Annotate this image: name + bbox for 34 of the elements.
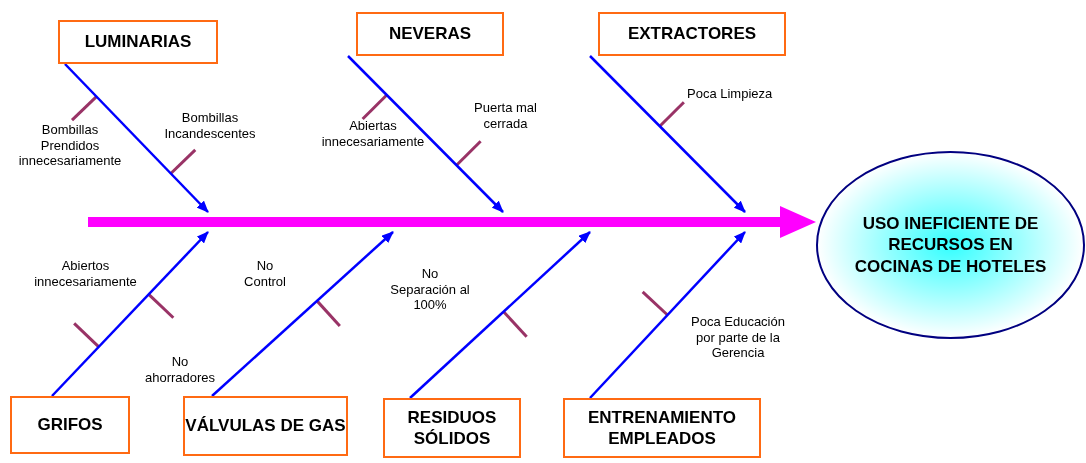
- category-box: [598, 12, 786, 56]
- cause-label: No Control: [243, 258, 287, 290]
- category-label: LUMINARIAS: [84, 31, 192, 53]
- effect-ellipse: [815, 150, 1086, 340]
- cause-label: Poca Educación por parte de la Gerencia: [690, 314, 786, 361]
- cause-label: Abiertos innecesariamente: [33, 258, 138, 290]
- category-box: [10, 396, 130, 454]
- cause-label: Bombillas Prendidos innecesariamente: [17, 122, 123, 169]
- category-box: [58, 20, 218, 64]
- category-label: USO INEFICIENTE DE RECURSOS EN COCINAS DE HOTELES: [853, 213, 1048, 277]
- category-box: [563, 398, 761, 458]
- cause-label: No Separación al 100%: [390, 266, 470, 313]
- bone-arrow: [64, 63, 209, 213]
- bone-arrow: [347, 55, 504, 213]
- spine-arrow: [88, 206, 816, 238]
- cause-label: Puerta mal cerrada: [473, 100, 538, 132]
- category-label: VÁLVULAS DE GAS: [185, 415, 346, 437]
- bone-arrow: [409, 231, 591, 399]
- bone-arrow: [589, 55, 746, 213]
- bone-arrow: [211, 231, 394, 397]
- category-label: EXTRACTORES: [627, 23, 757, 45]
- category-box: [183, 396, 348, 456]
- cause-label: Bombillas Incandescentes: [163, 110, 257, 142]
- category-label: RESIDUOS SÓLIDOS: [406, 406, 498, 450]
- category-label: GRIFOS: [37, 414, 103, 436]
- cause-label: Abiertas innecesariamente: [320, 118, 426, 150]
- category-label: ENTRENAMIENTO EMPLEADOS: [587, 406, 737, 450]
- cause-label: Poca Limpieza: [687, 86, 773, 102]
- bone-arrow: [589, 231, 746, 399]
- cause-label: No ahorradores: [143, 354, 217, 386]
- category-label: NEVERAS: [388, 23, 472, 45]
- bone-arrow: [51, 231, 209, 397]
- category-box: [383, 398, 521, 458]
- category-box: [356, 12, 504, 56]
